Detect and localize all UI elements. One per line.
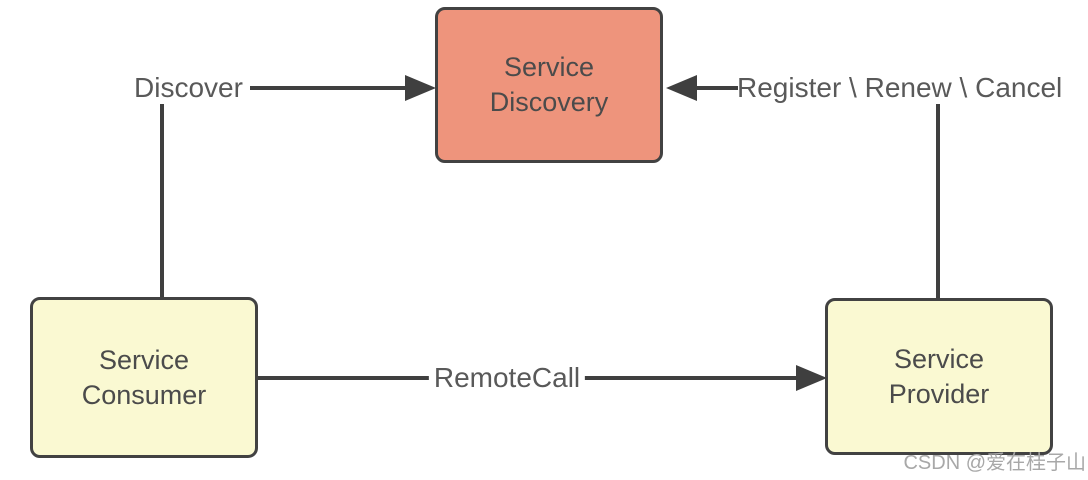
remotecall-arrowhead-icon [796, 365, 827, 391]
node-service-provider-label: Service Provider [888, 343, 990, 409]
node-service-consumer: Service Consumer [30, 297, 258, 458]
edge-label-discover: Discover [134, 72, 243, 103]
edge-label-remotecall: RemoteCall [428, 362, 586, 394]
edge-label-register-renew-cancel: Register \ Renew \ Cancel [737, 72, 1063, 103]
node-service-provider: Service Provider [825, 298, 1053, 455]
register-arrowhead-icon [666, 75, 697, 101]
node-service-discovery-label: Service Discovery [489, 52, 609, 117]
csdn-watermark: CSDN @爱在桂子山 [903, 452, 1086, 474]
node-service-discovery: Service Discovery [435, 7, 663, 163]
node-service-consumer-label: Service Consumer [81, 344, 207, 410]
discover-arrowhead-icon [405, 75, 436, 101]
